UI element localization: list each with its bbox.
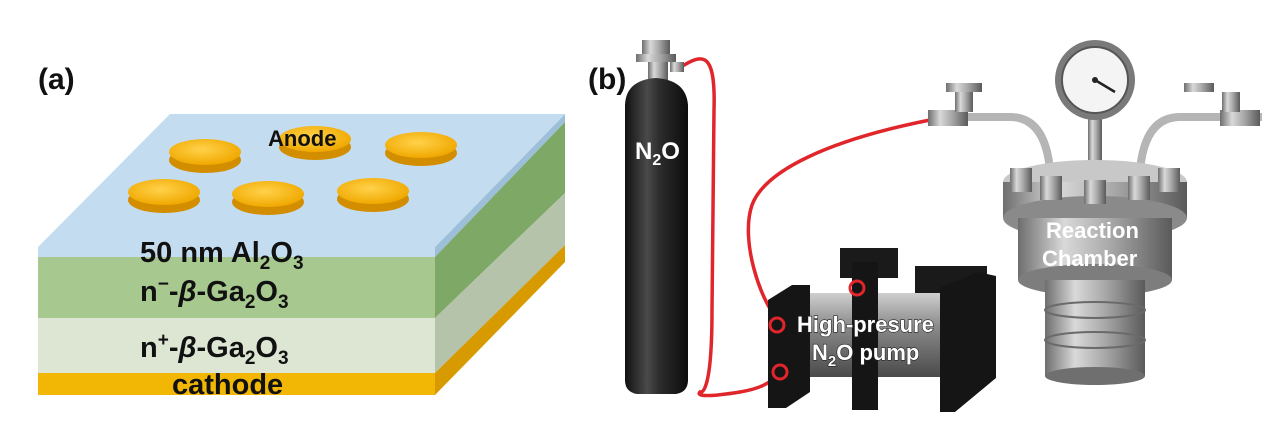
panel-a: (a) <box>38 63 565 401</box>
panel-a-label: (a) <box>38 63 75 96</box>
anode-label: Anode <box>268 126 336 151</box>
pump-label-line2: N2O pump <box>812 340 919 370</box>
chamber-label-line2: Chamber <box>1042 246 1138 271</box>
left-valve <box>928 110 968 126</box>
panel-b-label: (b) <box>588 63 626 96</box>
right-face-al2o3 <box>435 114 565 257</box>
anode-pads <box>128 126 457 215</box>
right-face-n-minus <box>435 122 565 318</box>
layer-cathode <box>38 373 435 395</box>
cathode-label: cathode <box>172 369 283 401</box>
al2o3-label: 50 nm Al2O3 <box>140 237 304 274</box>
right-face-cathode <box>435 245 565 395</box>
n2o-cylinder: N2O <box>625 40 688 394</box>
cylinder-label: N2O <box>635 138 680 169</box>
n-plus-label: n+-β-Ga2O3 <box>140 330 289 369</box>
tube-pump-to-chamber <box>746 118 931 322</box>
reaction-chamber: Reaction Chamber <box>928 40 1262 385</box>
right-valve <box>1220 110 1260 126</box>
high-pressure-pump: High-presure N2O pump <box>768 248 996 412</box>
lid-bolts <box>1010 168 1180 204</box>
right-face-n-plus <box>435 193 565 373</box>
layer-al2o3 <box>38 247 435 257</box>
anode-pad <box>232 181 304 215</box>
anode-pad <box>385 132 457 166</box>
anode-pad <box>128 179 200 213</box>
layer-n-plus <box>38 318 435 373</box>
anode-pad <box>279 126 351 160</box>
anode-pad <box>337 178 409 212</box>
chamber-label-line1: Reaction <box>1046 218 1139 243</box>
tube-cylinder-to-pump <box>675 57 780 398</box>
layer-n-minus <box>38 257 435 318</box>
panel-b: (b) N2O <box>588 40 1262 412</box>
anode-pad <box>169 139 241 173</box>
pump-label-line1: High-presure <box>797 312 934 337</box>
n-minus-label: n−-β-Ga2O3 <box>140 274 289 313</box>
